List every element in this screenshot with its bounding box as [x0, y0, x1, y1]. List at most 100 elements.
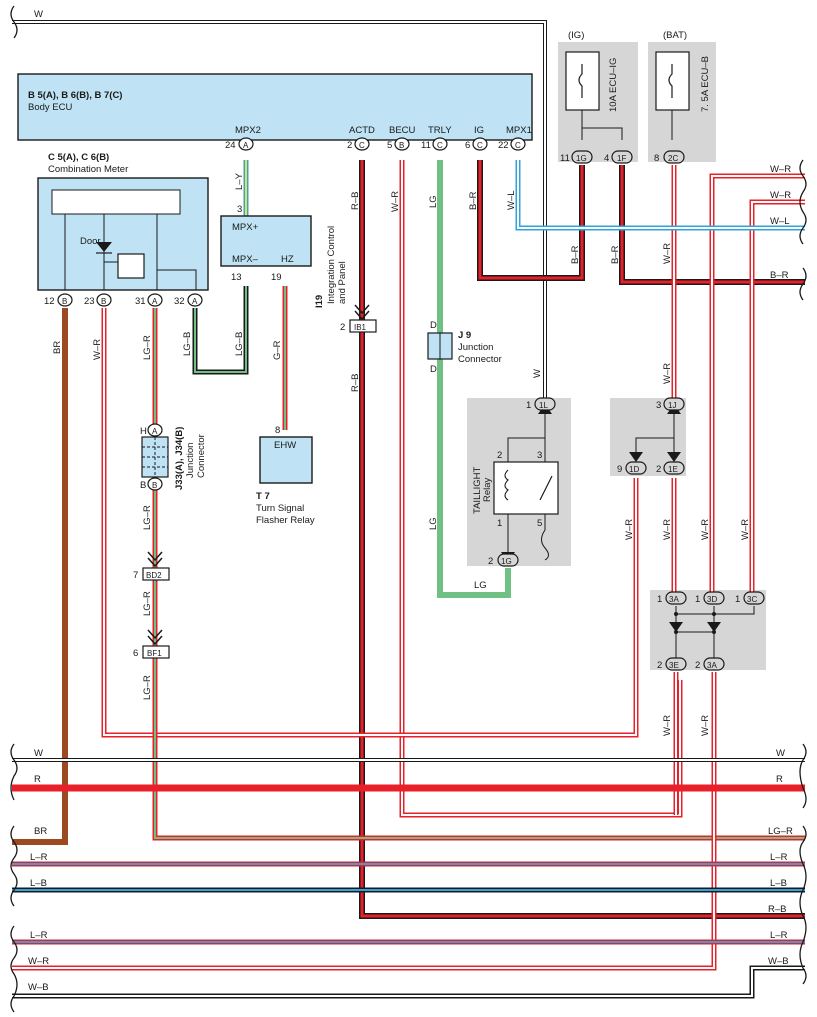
- relay-3a-t3-num: 1: [735, 594, 740, 605]
- taillight-relay-label-2: Relay: [482, 477, 493, 502]
- wire-label-right-wr-2: W–R: [770, 190, 791, 201]
- door-led-icon: [96, 242, 112, 252]
- wire-label-w-top: W: [34, 9, 43, 20]
- relay-3a-b1-conn: 3E: [669, 661, 679, 670]
- ecu-pin-label-trly: TRLY: [428, 125, 452, 136]
- ecu-pin-num-becu: 5: [387, 140, 392, 151]
- wire-label-ly: L–Y: [234, 172, 245, 190]
- ib1-label: IB1: [354, 323, 367, 332]
- fuse-bat-pin-conn: 2C: [668, 154, 678, 163]
- relay-1j-l-conn: 1D: [629, 465, 639, 474]
- meter-pin-num-12: 12: [44, 296, 55, 307]
- fuse-bat-pin-num: 8: [654, 153, 659, 164]
- mpx-hz-label: HZ: [281, 254, 294, 265]
- j9-top: D: [430, 320, 437, 331]
- wire-label-wr-3d: W–R: [700, 519, 711, 540]
- meter-pin-conn-31: A: [152, 297, 158, 306]
- wire-wl-mpx1: [515, 160, 805, 231]
- ecu-pin-conn-trly: C: [437, 141, 443, 150]
- fuse-ig-name: 10A ECU–IG: [608, 58, 619, 112]
- bf1-label: BF1: [147, 649, 162, 658]
- wire-label-wr-3c: W–R: [740, 519, 751, 540]
- j33-name-2: Connector: [196, 434, 207, 478]
- ecu-pin-conn-mpx2: A: [243, 141, 249, 150]
- relay-3a-t1-num: 1: [657, 594, 662, 605]
- j33-top-conn: A: [152, 427, 158, 436]
- fuse-ig-pin-num-1: 11: [560, 153, 570, 164]
- bus-rb-right: R–B: [768, 904, 786, 915]
- turn-signal-ehw: EHW: [274, 440, 296, 451]
- ecu-pin-conn-actd: C: [359, 141, 365, 150]
- j33-bottom-conn: B: [152, 481, 157, 490]
- wire-br-1f: [619, 165, 805, 285]
- mpx-pin-br: 19: [271, 272, 282, 283]
- j9-id: J 9: [458, 330, 471, 341]
- taillight-out-conn: 1G: [501, 557, 512, 566]
- bus-wb-right: W–B: [768, 956, 789, 967]
- ecu-pin-conn-becu: B: [399, 141, 404, 150]
- wire-label-wr-meter: W–R: [92, 339, 103, 360]
- wire-label-wr-3a: W–R: [700, 715, 711, 736]
- wire-label-wl-mpx1: W–L: [506, 190, 517, 210]
- wire-label-rb-1: R–B: [350, 192, 361, 210]
- wire-w-top: [12, 20, 547, 398]
- wire-label-w-relay: W: [532, 369, 543, 378]
- wire-wr-right-2: [749, 199, 805, 592]
- meter-door-label: Door: [80, 236, 101, 247]
- relay-3a-t1-conn: 3A: [669, 595, 679, 604]
- bus-lgr-right: LG–R: [768, 826, 793, 837]
- wire-label-lgr-bd2: LG–R: [142, 591, 153, 616]
- ecu-pin-label-actd: ACTD: [349, 125, 375, 136]
- taillight-in-num: 1: [526, 400, 531, 411]
- bus-wr-left: W–R: [28, 956, 49, 967]
- bus-lr1-left: L–R: [30, 852, 48, 863]
- mpx-pin-bl: 13: [231, 272, 242, 283]
- bus-wb: [12, 965, 805, 999]
- fuse-ecu-ig: [565, 51, 600, 111]
- bus-br-left: BR: [34, 826, 47, 837]
- wire-label-br-1f: B–R: [610, 245, 621, 264]
- wire-label-gr: G–R: [272, 340, 283, 360]
- wire-wr-right-1: [709, 173, 805, 592]
- wire-label-br-meter: BR: [52, 341, 63, 354]
- bus-lr2-left: L–R: [30, 930, 48, 941]
- taillight-p5: 5: [537, 518, 542, 529]
- wire-wr-becu: [399, 160, 683, 818]
- bus-wb-left: W–B: [28, 982, 49, 993]
- wire-label-right-wl: W–L: [770, 216, 790, 227]
- fuse-ig-link: [581, 110, 623, 140]
- wire-wr-3a: [12, 672, 717, 971]
- j33-top-letter: H: [140, 426, 147, 437]
- fuse-bat-name: 7. 5A ECU–B: [700, 56, 711, 112]
- wire-label-lgr-j33: LG–R: [142, 505, 153, 530]
- turn-signal-name-2: Flasher Relay: [256, 515, 315, 526]
- j9-bottom: D: [430, 364, 437, 375]
- meter-pin-num-23: 23: [84, 296, 95, 307]
- fuse-bat-header: (BAT): [663, 30, 687, 41]
- bus-lr1-right: L–R: [770, 852, 788, 863]
- meter-title: C 5(A), C 6(B): [48, 152, 109, 163]
- bus-lb-right: L–B: [770, 878, 787, 889]
- relay-coil-icon: [504, 469, 509, 501]
- mpx-plus-label: MPX+: [232, 222, 259, 233]
- taillight-relay-box: [493, 461, 559, 515]
- meter-subtitle: Combination Meter: [48, 164, 128, 175]
- ib1-connector: [349, 319, 377, 333]
- relay-3a-t2-num: 1: [695, 594, 700, 605]
- bd2-num: 7: [133, 570, 138, 581]
- ecu-pin-label-mpx1: MPX1: [506, 125, 532, 136]
- bf1-arrow-icon: [147, 629, 163, 646]
- taillight-in-conn: 1L: [539, 401, 548, 410]
- integration-name-2: and Panel: [337, 261, 348, 304]
- wire-wr-meter: [101, 308, 639, 738]
- taillight-out-num: 2: [488, 556, 493, 567]
- relay-1j-top-num: 3: [656, 400, 661, 411]
- wire-label-wr-1e: W–R: [662, 519, 673, 540]
- bus-r-left: R: [34, 774, 41, 785]
- wire-lgb-meter: [192, 286, 249, 375]
- wire-label-right-wr-1: W–R: [770, 164, 791, 175]
- taillight-p3: 3: [537, 450, 542, 461]
- bus-w-right: W: [776, 748, 785, 759]
- relay-1j-top-conn: 1J: [668, 401, 676, 410]
